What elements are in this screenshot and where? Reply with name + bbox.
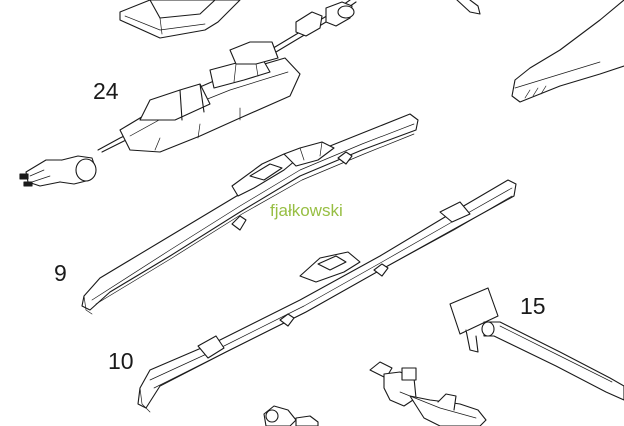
callout-9: 9 — [54, 260, 67, 286]
part-24-lamp-housing — [119, 41, 301, 153]
watermark-text: fjałkowski — [270, 201, 343, 220]
upper-lamp-housing — [119, 0, 241, 39]
washer-pump-parts — [263, 361, 487, 426]
callout-24: 24 — [93, 78, 119, 104]
part-9-wiper-blade — [81, 113, 419, 315]
part-15-washer-tube — [449, 287, 624, 401]
part-10-wiper-blade — [137, 179, 517, 413]
wiper-arm-end — [456, 0, 624, 103]
callout-10: 10 — [108, 348, 134, 374]
callout-15: 15 — [520, 293, 546, 319]
